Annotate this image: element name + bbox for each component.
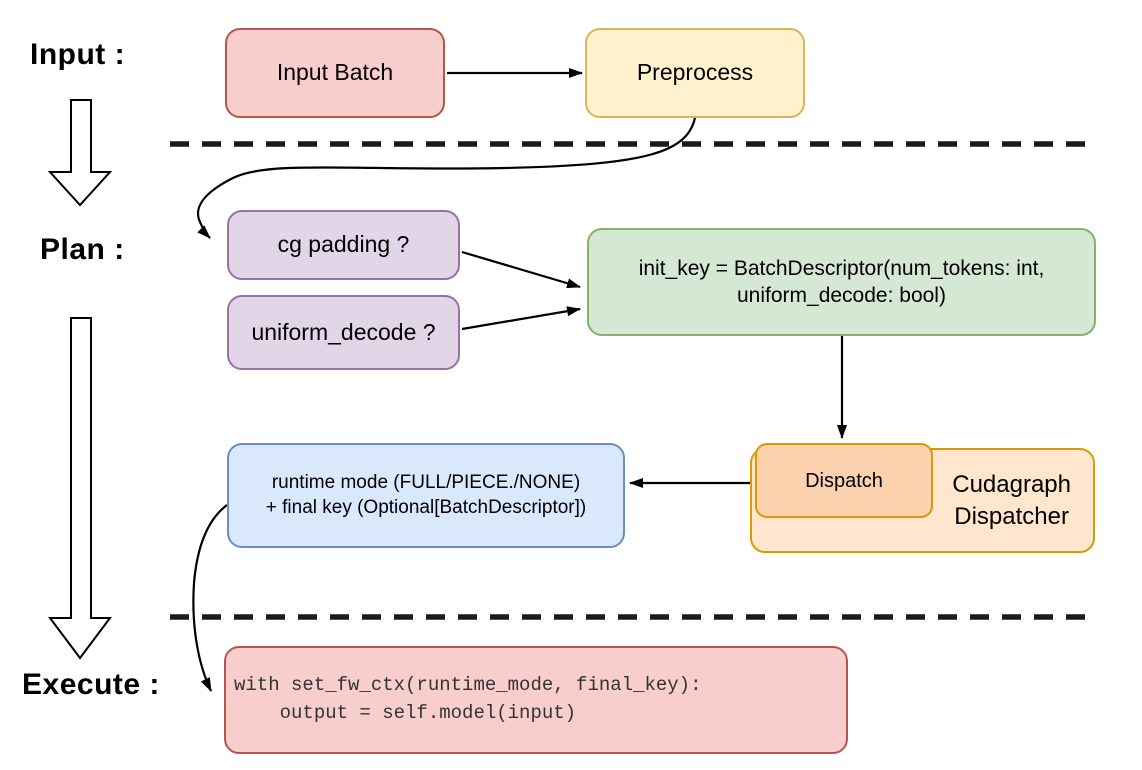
node-init-key-label: init_key = BatchDescriptor(num_tokens: i…: [638, 256, 1045, 307]
node-preprocess-label: Preprocess: [636, 59, 754, 86]
node-runtime-mode-label: runtime mode (FULL/PIECE./NONE) + final …: [265, 471, 587, 518]
node-init-key: init_key = BatchDescriptor(num_tokens: i…: [587, 228, 1096, 336]
node-preprocess: Preprocess: [585, 28, 805, 118]
node-execute-code: with set_fw_ctx(runtime_mode, final_key)…: [224, 646, 848, 754]
input-down-arrow: [47, 99, 113, 207]
node-dispatch-label: Dispatch: [805, 469, 883, 492]
node-uniform-decode: uniform_decode ?: [227, 295, 460, 370]
node-input-batch: Input Batch: [225, 28, 445, 118]
section-label-execute: Execute :: [22, 668, 160, 701]
node-input-batch-label: Input Batch: [276, 59, 394, 86]
section-label-plan: Plan :: [40, 233, 125, 266]
arrow-uniform-decode-to-init-key: [461, 306, 581, 331]
arrow-cg-padding-to-init-key: [461, 250, 581, 289]
arrow-runtime-mode-to-execute-code: [192, 504, 228, 692]
node-uniform-decode-label: uniform_decode ?: [251, 318, 436, 345]
plan-down-arrow: [48, 317, 112, 660]
node-dispatch: Dispatch: [755, 443, 933, 518]
node-cg-padding: cg padding ?: [227, 210, 460, 280]
node-cudagraph-dispatcher-label: Cudagraph Dispatcher: [952, 471, 1071, 530]
node-runtime-mode: runtime mode (FULL/PIECE./NONE) + final …: [227, 443, 625, 548]
node-execute-code-label: with set_fw_ctx(runtime_mode, final_key)…: [234, 674, 702, 724]
section-label-input: Input :: [30, 38, 126, 71]
node-cg-padding-label: cg padding ?: [277, 231, 410, 258]
